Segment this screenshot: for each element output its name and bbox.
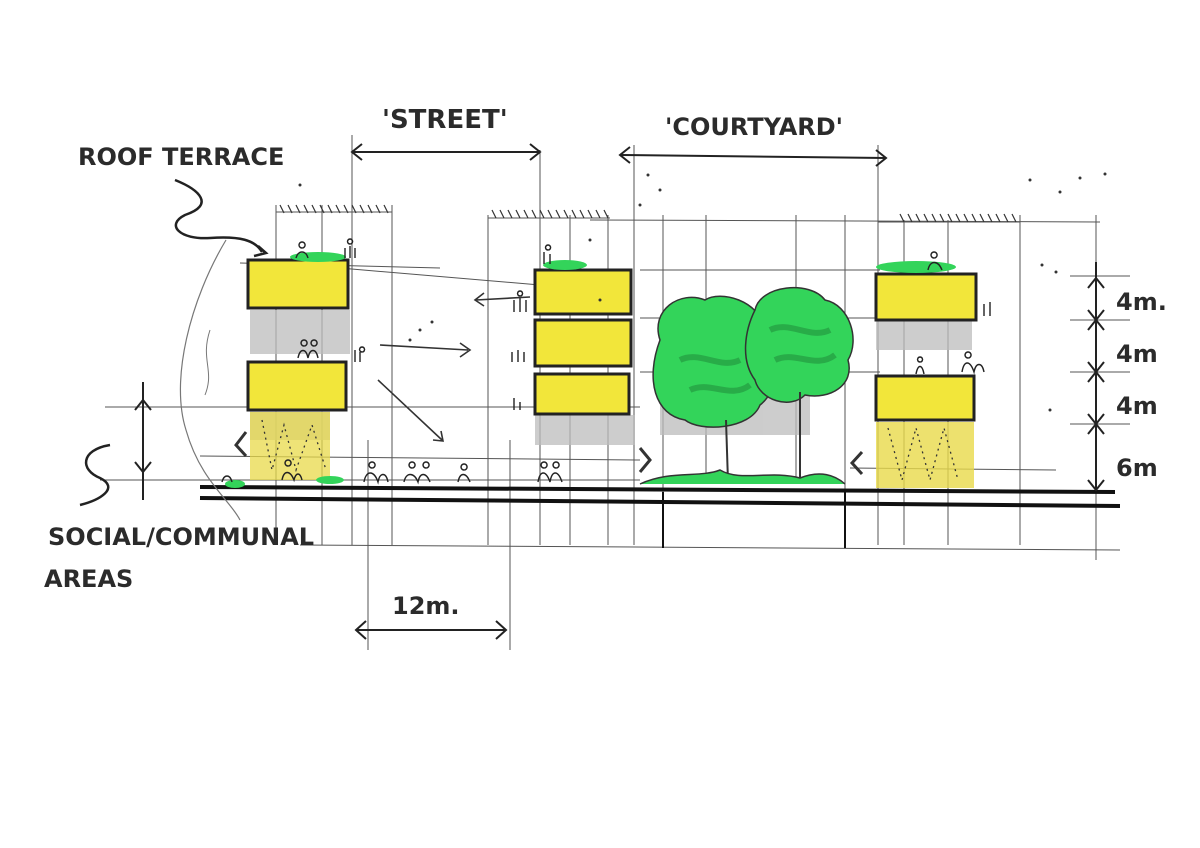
sketch-dots <box>298 172 1107 412</box>
boundary-curve <box>179 239 241 521</box>
height-dimensions <box>1087 262 1105 492</box>
social-areas-label-line1: SOCIAL/COMMUNAL <box>48 523 314 551</box>
street-label: 'STREET' <box>382 105 508 135</box>
social-areas-label-line2: AREAS <box>44 565 133 593</box>
floor-slab <box>874 272 978 322</box>
ground-green <box>316 476 344 484</box>
social-pointer <box>79 443 111 507</box>
floor-slab <box>246 360 348 412</box>
roof-hatching <box>279 204 1017 223</box>
person-figure-icon <box>221 238 991 485</box>
floor-slab <box>533 268 633 316</box>
height-4m-top-label: 4m. <box>1116 288 1167 316</box>
street-dimension <box>350 143 542 161</box>
courtyard-label: 'COURTYARD' <box>665 113 843 141</box>
floor-slab <box>874 374 976 422</box>
roof-garden <box>290 252 346 262</box>
floor-slab <box>533 318 633 368</box>
roof-garden <box>543 260 587 270</box>
tree-icon <box>639 287 854 485</box>
ground-line <box>199 485 1121 548</box>
height-4m-low-label: 4m <box>1116 392 1158 420</box>
building-left <box>246 252 350 480</box>
courtyard-dimension <box>618 146 888 167</box>
span-dimension <box>354 620 508 640</box>
height-6m-label: 6m <box>1116 454 1158 482</box>
roof-terrace-label: ROOF TERRACE <box>78 143 284 171</box>
building-right <box>874 261 978 488</box>
social-dimension <box>134 382 152 500</box>
ground-floor-fill <box>876 422 974 488</box>
floor-slab <box>533 372 631 416</box>
height-4m-mid-label: 4m <box>1116 340 1158 368</box>
roof-terrace-pointer <box>174 178 264 253</box>
building-middle <box>533 260 633 416</box>
floor-slab <box>246 258 350 310</box>
ground-floor-fill <box>250 412 330 480</box>
roof-garden <box>876 261 956 273</box>
arrow-icon <box>234 292 864 476</box>
span-12m-label: 12m. <box>392 592 460 620</box>
ground-green <box>225 480 245 488</box>
